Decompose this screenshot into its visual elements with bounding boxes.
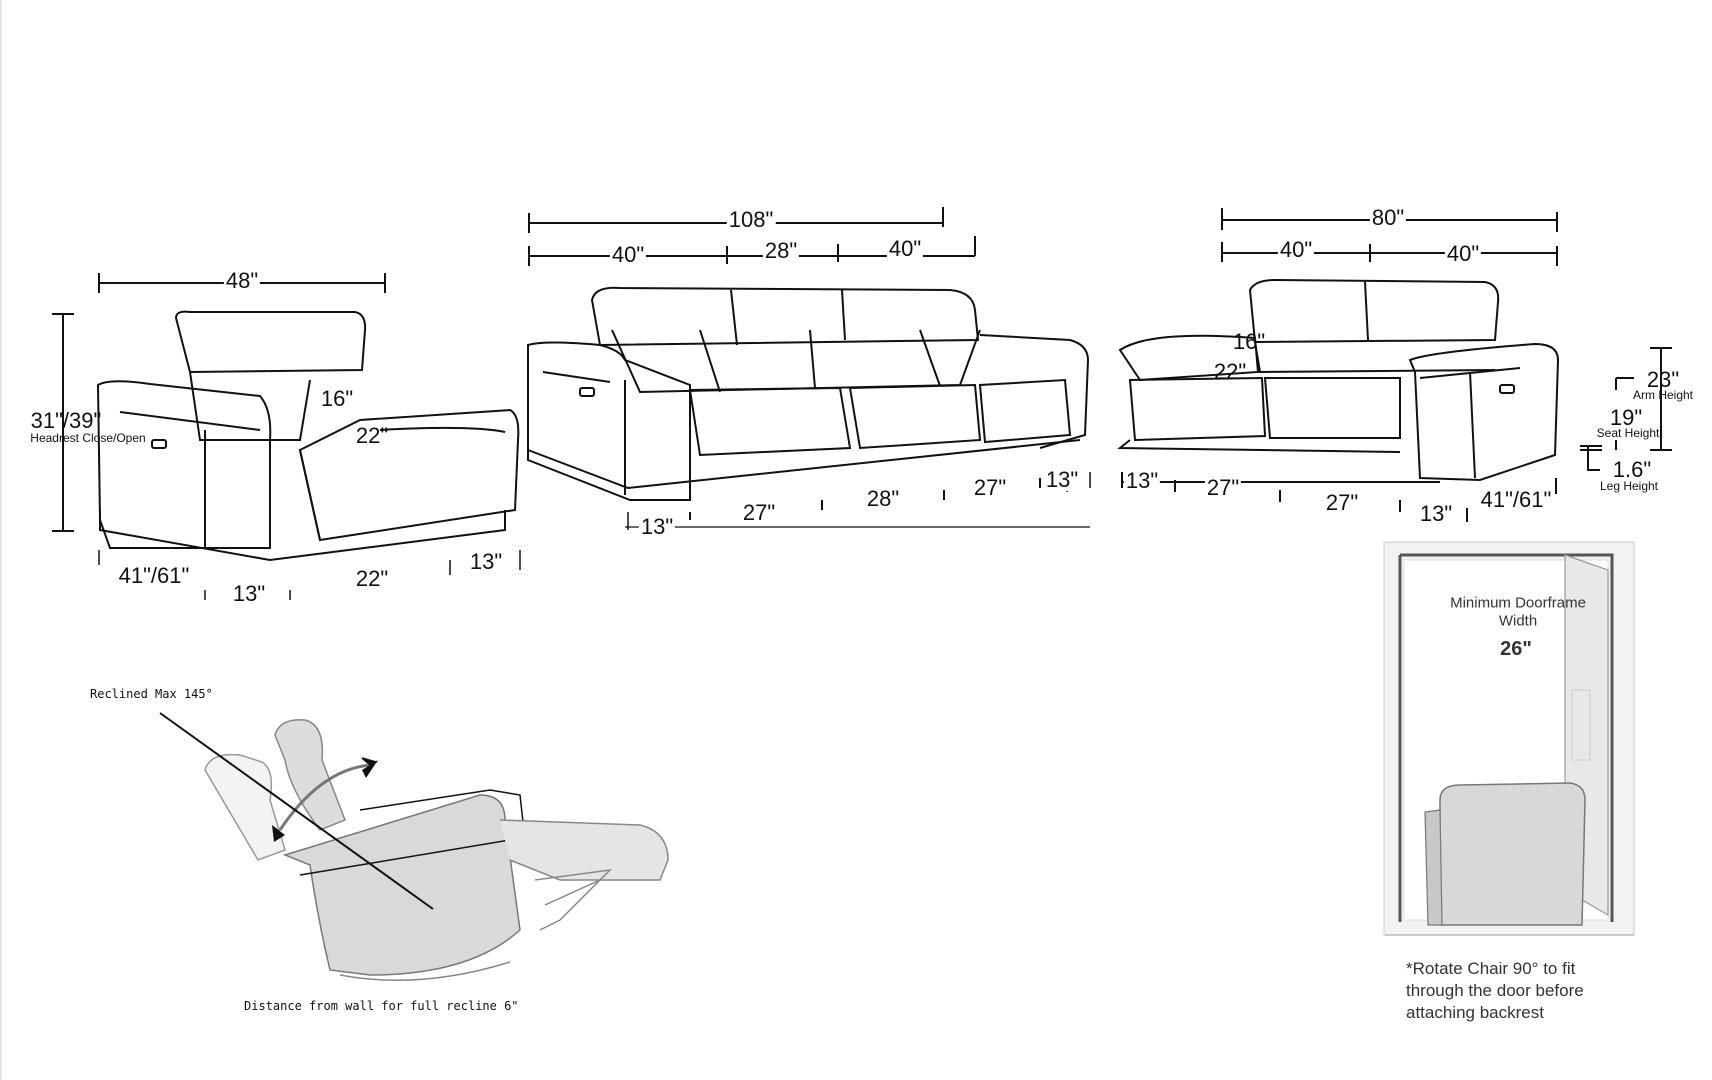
sofa-section-right-label: 40" [886, 236, 924, 261]
loveseat-back-height-label: 16" [1232, 329, 1266, 354]
seat-height-label: Seat Height [1596, 426, 1660, 440]
sofa-seat-left-label: 27" [740, 500, 778, 525]
loveseat-depth-label: 41"/61" [1478, 487, 1554, 512]
leg-height-value: 1.6" [1612, 457, 1652, 482]
chair-arm-right-label: 13" [467, 549, 505, 574]
note-line-2: through the door before [1406, 981, 1584, 1000]
sofa-arm-right-label: 13" [1043, 467, 1081, 492]
sofa-seat-middle-label: 28" [864, 486, 902, 511]
chair-depth-label: 41"/61" [116, 563, 192, 588]
loveseat-seat-right-label: 27" [1323, 490, 1361, 515]
loveseat-seat-depth-label: 22" [1213, 359, 1247, 384]
chair-height-caption: Headrest Close/Open [30, 431, 146, 445]
sofa-section-left-label: 40" [609, 242, 647, 267]
arm-height-label: Arm Height [1632, 388, 1694, 402]
sofa-section-middle-label: 28" [762, 238, 800, 263]
loveseat-section-left-label: 40" [1277, 237, 1315, 262]
loveseat-section-right-label: 40" [1444, 241, 1482, 266]
wall-distance-label: Distance from wall for full recline 6" [244, 999, 519, 1013]
sofa-arm-left-label: 13" [638, 514, 676, 539]
chair-drawing [52, 273, 521, 600]
loveseat-arm-right-label: 13" [1417, 501, 1455, 526]
doorframe-title-line2: Width [1498, 612, 1538, 630]
rotate-chair-note: *Rotate Chair 90° to fit through the doo… [1406, 958, 1584, 1024]
seat-height-value: 19" [1609, 405, 1643, 430]
arm-height-value: 23" [1646, 367, 1680, 392]
chair-height-label: 31"/39" [30, 408, 102, 433]
chair-seat-width-label: 22" [353, 566, 391, 591]
loveseat-arm-left-label: 13" [1123, 468, 1161, 493]
loveseat-seat-left-label: 27" [1204, 475, 1242, 500]
recline-angle-label: Reclined Max 145° [90, 687, 213, 701]
chair-width-label: 48" [223, 268, 261, 293]
leg-height-label: Leg Height [1599, 479, 1659, 493]
doorframe-drawing [1383, 541, 1635, 936]
loveseat-total-width-label: 80" [1369, 205, 1407, 230]
height-markers [1580, 347, 1672, 471]
doorframe-width-value: 26" [1500, 638, 1532, 660]
note-line-3: attaching backrest [1406, 1003, 1544, 1022]
loveseat-drawing [1117, 208, 1560, 522]
sofa-total-width-label: 108" [726, 207, 776, 232]
chair-back-height-label: 16" [320, 386, 354, 411]
chair-arm-left-label: 13" [230, 581, 268, 606]
chair-seat-depth-label: 22" [355, 423, 389, 448]
note-line-1: *Rotate Chair 90° to fit [1406, 959, 1576, 978]
doorframe-title-line1: Minimum Doorframe [1450, 594, 1586, 612]
recliner-drawing [159, 712, 669, 981]
sofa-seat-right-label: 27" [971, 475, 1009, 500]
